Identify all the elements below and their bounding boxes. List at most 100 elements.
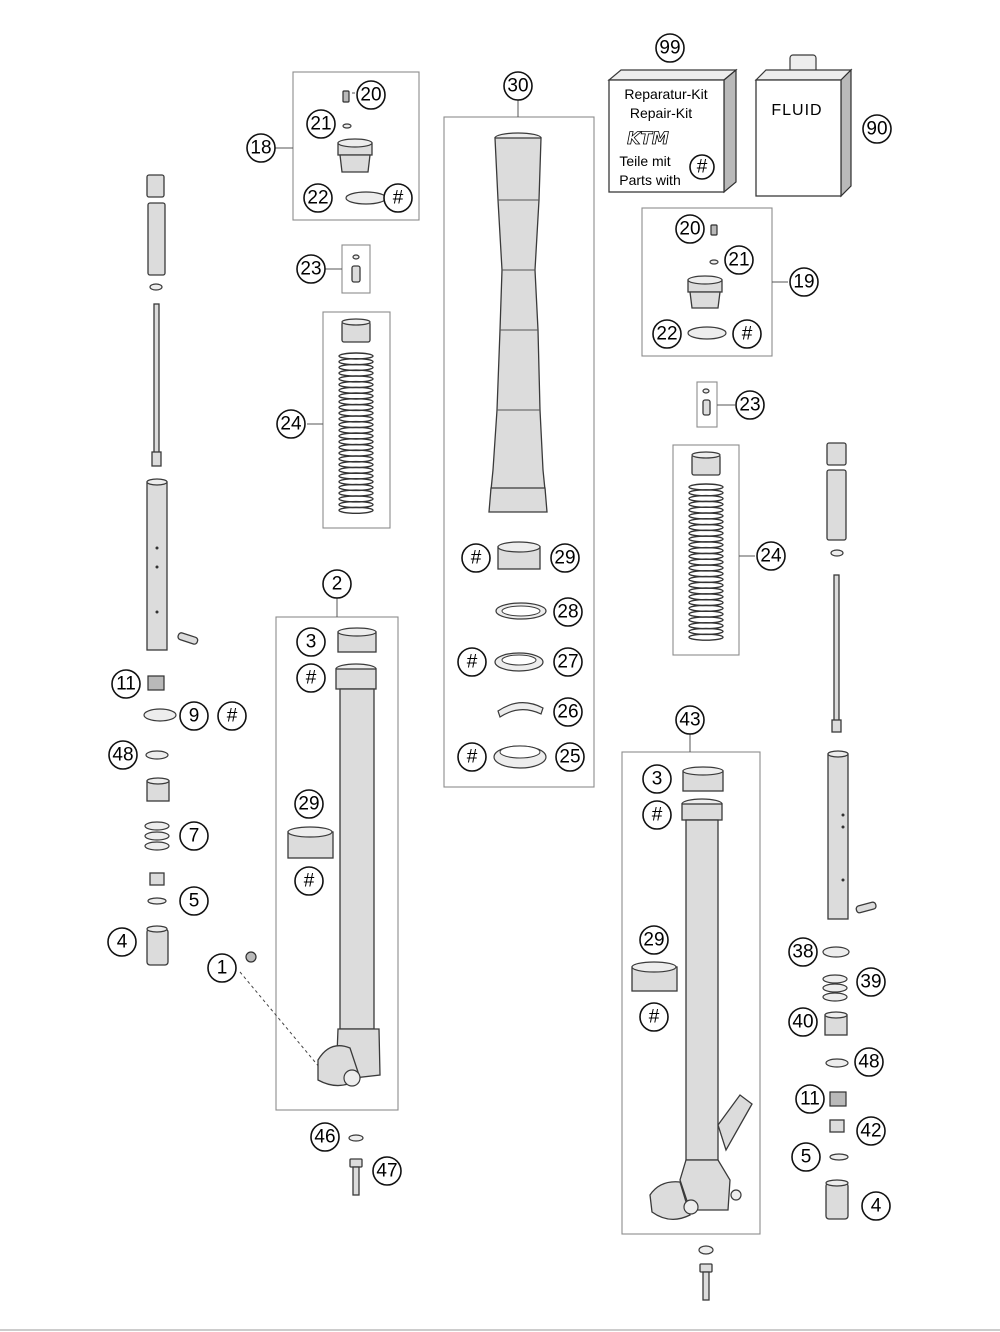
callout-hash-25: # <box>457 742 487 772</box>
fluid-bottle: FLUID <box>754 54 853 198</box>
tube-30 <box>488 132 548 513</box>
callout-3-left: 3 <box>296 627 326 657</box>
svg-text:23: 23 <box>739 395 760 416</box>
svg-text:20: 20 <box>360 85 381 106</box>
svg-text:7: 7 <box>189 826 200 847</box>
svg-text:46: 46 <box>314 1127 335 1148</box>
ktm-logo: KTM <box>627 129 669 149</box>
frame-part-24-right <box>672 444 740 656</box>
svg-text:19: 19 <box>793 272 814 293</box>
callout-24-left: 24 <box>276 409 306 439</box>
svg-text:29: 29 <box>554 548 575 569</box>
svg-text:#: # <box>649 1007 660 1028</box>
svg-text:#: # <box>471 548 482 569</box>
svg-text:21: 21 <box>728 250 749 271</box>
fork-leg-43 <box>631 766 753 1220</box>
repair-kit-box: Reparatur-Kit Repair-Kit KTM Teile mit P… <box>607 68 738 194</box>
svg-text:4: 4 <box>117 932 128 953</box>
callout-29-top: 29 <box>550 543 580 573</box>
callout-99: 99 <box>655 33 685 63</box>
repair-kit-box-side <box>723 68 737 194</box>
callout-hash-27: # <box>457 647 487 677</box>
svg-text:20: 20 <box>679 219 700 240</box>
callout-hash-3-left: # <box>296 663 326 693</box>
svg-text:5: 5 <box>189 891 200 912</box>
group-leaders <box>239 92 788 1069</box>
svg-text:#: # <box>467 747 478 768</box>
svg-text:#: # <box>304 871 315 892</box>
callout-22-top: 22 <box>303 183 333 213</box>
fluid-bottle-front <box>755 79 842 197</box>
svg-text:#: # <box>652 805 663 826</box>
part-18-parts <box>337 90 387 205</box>
callout-hash-9: # <box>217 701 247 731</box>
svg-text:25: 25 <box>559 747 580 768</box>
svg-text:18: 18 <box>250 138 271 159</box>
bolts-46-47 <box>348 1134 364 1196</box>
svg-text:39: 39 <box>860 972 881 993</box>
callout-3-right: 3 <box>642 764 672 794</box>
callout-24-right: 24 <box>756 541 786 571</box>
callout-9: 9 <box>179 701 209 731</box>
spring-24-left <box>338 318 374 514</box>
repair-kit-line4: Parts with <box>619 172 680 188</box>
callout-20-right: 20 <box>675 214 705 244</box>
callout-11-left: 11 <box>111 669 141 699</box>
svg-text:48: 48 <box>112 745 133 766</box>
svg-text:21: 21 <box>310 114 331 135</box>
callout-20-top: 20 <box>356 80 386 110</box>
svg-text:5: 5 <box>801 1147 812 1168</box>
svg-text:2: 2 <box>332 574 343 595</box>
callout-21-top: 21 <box>306 109 336 139</box>
callout-29-left: 29 <box>294 789 324 819</box>
svg-text:22: 22 <box>656 324 677 345</box>
svg-text:40: 40 <box>792 1012 813 1033</box>
callout-42: 42 <box>856 1116 886 1146</box>
callout-40: 40 <box>788 1007 818 1037</box>
callout-hash-29-right: # <box>639 1002 669 1032</box>
svg-text:27: 27 <box>557 652 578 673</box>
callout-hash-18: # <box>383 183 413 213</box>
fluid-bottle-top <box>754 69 853 81</box>
repair-kit-line3: Teile mit <box>619 153 670 169</box>
svg-text:48: 48 <box>858 1052 879 1073</box>
frame-part-24-left <box>322 311 391 529</box>
callout-26: 26 <box>553 697 583 727</box>
callout-hash-29-top: # <box>461 543 491 573</box>
frame-part-30 <box>443 116 595 788</box>
callout-21-right: 21 <box>724 245 754 275</box>
svg-text:1: 1 <box>217 958 228 979</box>
callout-47: 47 <box>372 1156 402 1186</box>
callout-hash-19: # <box>732 319 762 349</box>
frame-part-18 <box>292 71 420 221</box>
callout-28: 28 <box>553 597 583 627</box>
svg-text:99: 99 <box>659 38 680 59</box>
svg-text:#: # <box>467 652 478 673</box>
repair-kit-line1: Reparatur-Kit <box>624 86 707 102</box>
callout-23-left: 23 <box>296 254 326 284</box>
callout-48-left: 48 <box>108 740 138 770</box>
svg-text:#: # <box>393 188 404 209</box>
svg-text:24: 24 <box>280 414 302 435</box>
callout-23-right: 23 <box>735 390 765 420</box>
callout-4-right: 4 <box>861 1191 891 1221</box>
callout-7: 7 <box>179 821 209 851</box>
left-cartridge <box>146 174 199 651</box>
callout-43: 43 <box>675 705 705 735</box>
svg-text:28: 28 <box>557 602 578 623</box>
svg-text:#: # <box>742 324 753 345</box>
repair-kit-hash: # <box>697 157 708 178</box>
callout-18: 18 <box>246 133 276 163</box>
part-23-left-parts <box>351 254 361 283</box>
spring-24-right <box>688 451 724 641</box>
bushings-30 <box>493 541 547 769</box>
callout-48-right: 48 <box>854 1047 884 1077</box>
left-small-parts <box>143 675 177 966</box>
callout-25: 25 <box>555 742 585 772</box>
callout-38: 38 <box>788 937 818 967</box>
svg-text:47: 47 <box>376 1161 397 1182</box>
callout-39: 39 <box>856 967 886 997</box>
callout-46: 46 <box>310 1122 340 1152</box>
svg-text:43: 43 <box>679 710 700 731</box>
svg-text:29: 29 <box>643 930 664 951</box>
